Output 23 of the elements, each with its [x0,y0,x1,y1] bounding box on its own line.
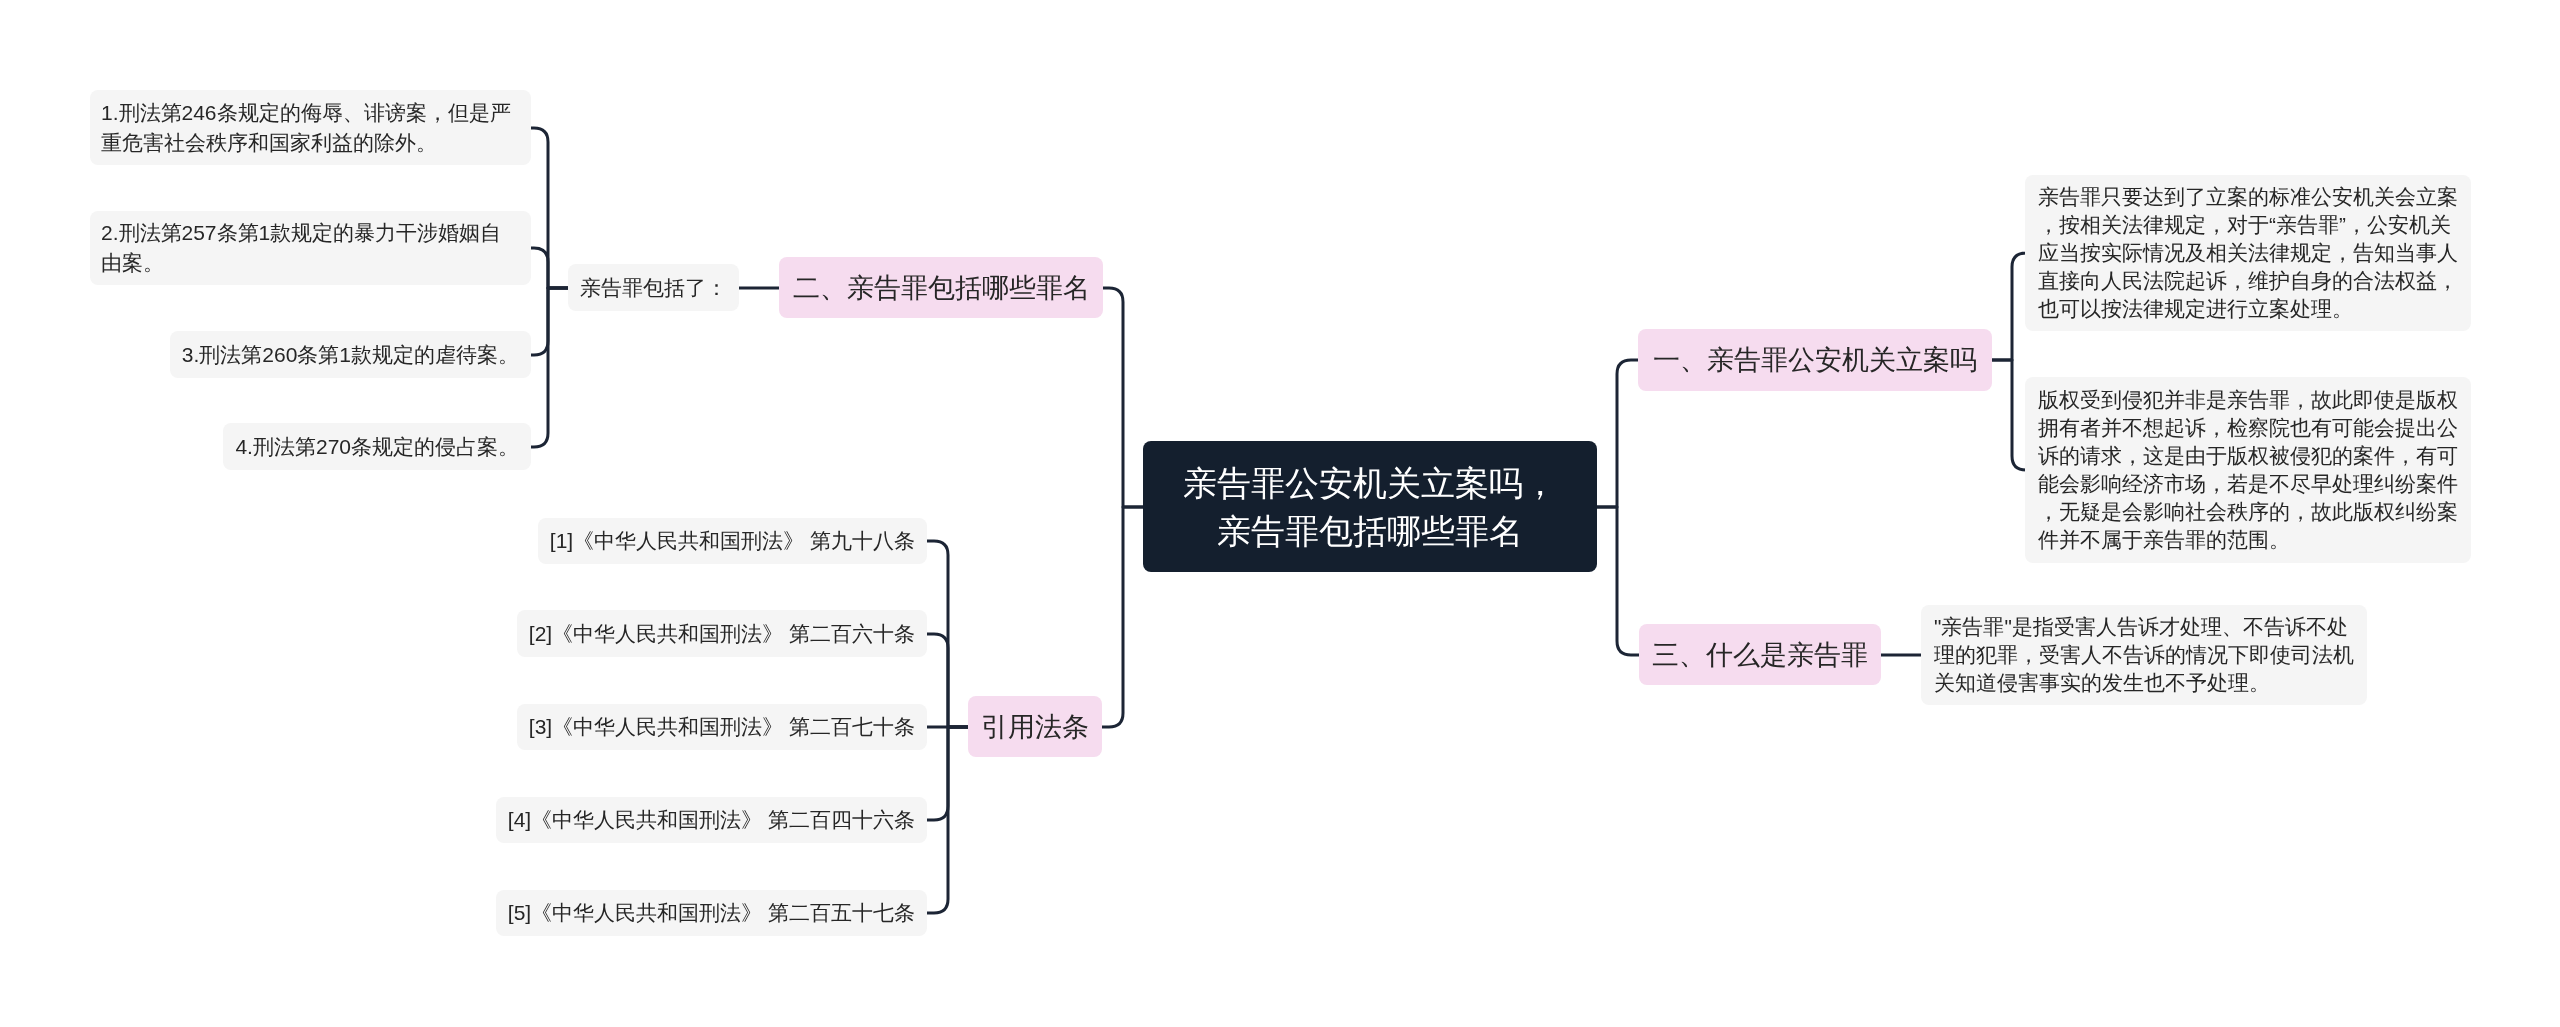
subtopic: 3.刑法第260条第1款规定的虐待案。 [169,331,531,378]
connector-line [1102,505,1143,729]
main-topic: 引用法条 [968,696,1102,757]
connector-line [927,725,968,915]
main-topic: 一、亲告罪公安机关立案吗 [1638,329,1992,391]
note-card: 版权受到侵犯并非是亲告罪，故此即使是版权拥有者并不想起诉，检察院也有可能会提出公诉的请求，这是由于版权被侵犯的案件，有可能会影响经济市场，若是不尽早处理纠纷案件，无疑是会影响社会秩序的，故此版权纠纷案件并不属于亲告罪的范围。 [2025,377,2471,563]
subtopic: 4.刑法第270条规定的侵占案。 [223,423,531,470]
subtopic: [1]《中华人民共和国刑法》 第九十八条 [537,518,927,564]
subtopic: 1.刑法第246条规定的侮辱、诽谤案，但是严重危害社会秩序和国家利益的除外。 [90,90,531,165]
connector-line [1881,653,1921,657]
note-card: "亲告罪"是指受害人告诉才处理、不告诉不处理的犯罪，受害人不告诉的情况下即使司法机关知道侵害事实的发生也不予处理。 [1921,605,2367,705]
subtopic: [4]《中华人民共和国刑法》 第二百四十六条 [495,797,927,843]
note-card: 亲告罪只要达到了立案的标准公安机关会立案，按相关法律规定，对于“亲告罪”，公安机关应当按实际情况及相关法律规定，告知当事人直接向人民法院起诉，维护自身的合法权益，也可以按法律规定进行立案处理。 [2025,175,2471,331]
connector-line [1597,505,1639,657]
subtopic: 2.刑法第257条第1款规定的暴力干涉婚姻自由案。 [90,211,531,285]
subtopic: 亲告罪包括了： [568,264,739,311]
subtopic: [5]《中华人民共和国刑法》 第二百五十七条 [495,890,927,936]
main-topic: 二、亲告罪包括哪些罪名 [779,257,1103,318]
main-topic: 三、什么是亲告罪 [1639,624,1881,685]
subtopic: [2]《中华人民共和国刑法》 第二百六十条 [516,610,927,657]
central-topic: 亲告罪公安机关立案吗，亲告罪包括哪些罪名 [1143,441,1597,572]
subtopic: [3]《中华人民共和国刑法》 第二百七十条 [516,704,927,750]
connector-line [739,286,779,290]
